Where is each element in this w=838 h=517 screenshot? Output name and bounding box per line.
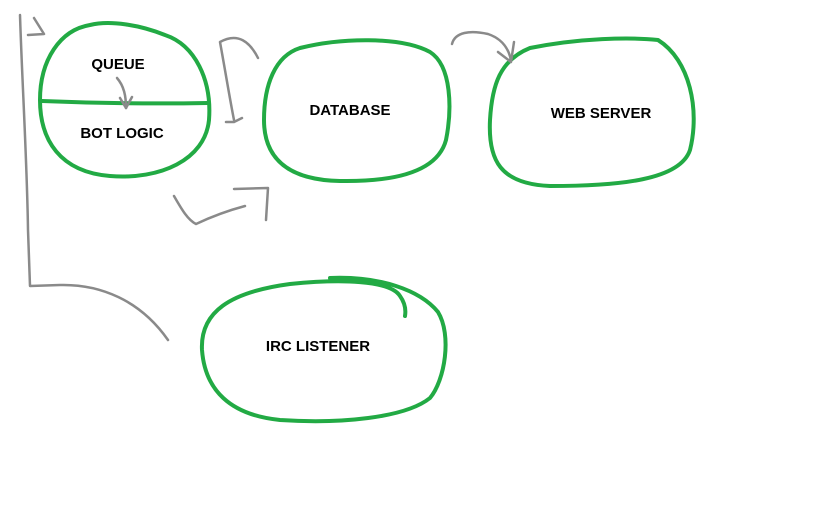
database-label: DATABASE <box>309 102 390 119</box>
web-server-outline <box>487 36 696 188</box>
web-server-label: WEB SERVER <box>551 105 652 122</box>
queue-bot-logic-node <box>38 21 212 179</box>
database-outline <box>262 38 452 184</box>
arrow-bot-logic-to-database-head <box>232 186 270 222</box>
queue-label: QUEUE <box>91 56 144 73</box>
arrow-bot-logic-to-database <box>172 194 247 226</box>
arrow-database-to-web-server-head <box>496 40 516 64</box>
arrow-irc-to-queue <box>18 13 170 342</box>
database-node <box>262 38 452 184</box>
irc-listener-node <box>199 275 448 424</box>
arrows <box>18 13 516 342</box>
arrow-database-to-bot-logic-head <box>224 116 244 124</box>
irc-listener-label: IRC LISTENER <box>266 338 370 355</box>
queue-bot-logic-outline <box>38 21 212 179</box>
arrow-queue-to-bot-logic-head <box>118 95 134 110</box>
arrow-database-to-bot-logic <box>218 36 260 122</box>
bot-logic-label: BOT LOGIC <box>80 125 163 142</box>
arrow-irc-to-queue-head <box>26 16 46 37</box>
queue-bot-logic-divider <box>40 99 210 106</box>
arrow-queue-to-bot-logic <box>115 76 128 110</box>
irc-listener-outline <box>199 275 448 424</box>
arrow-database-to-web-server <box>450 30 513 62</box>
web-server-node <box>487 36 696 188</box>
